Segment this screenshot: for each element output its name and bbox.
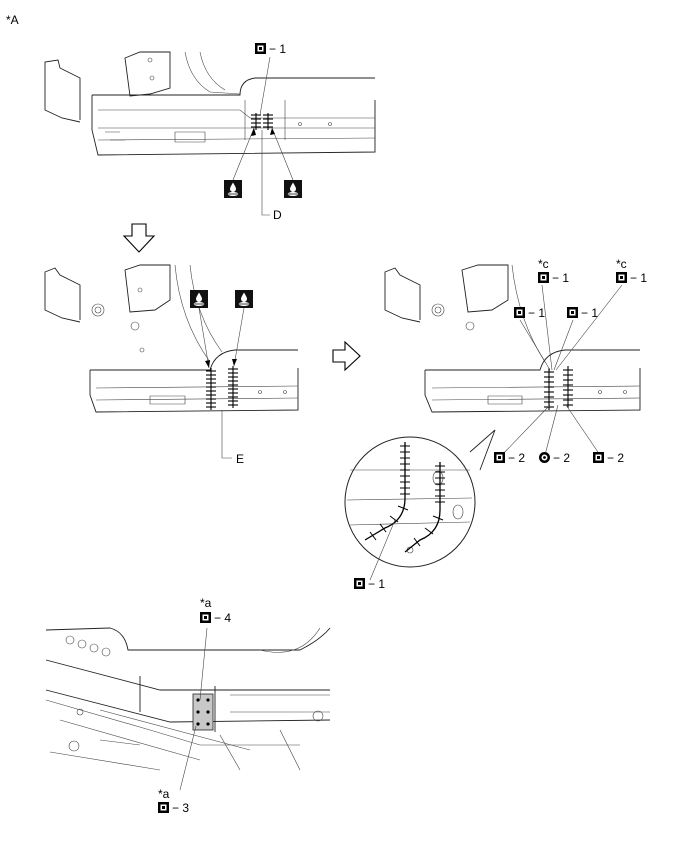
figure-tag: *A [6,13,19,27]
zoom-detail: − 1 [344,429,496,591]
weld-seams-right [544,366,573,410]
weld-square-icon [200,612,211,623]
weld-top-label: − 1 [269,42,286,56]
sealer-icon [283,179,303,199]
weld-label: − 4 [214,611,231,625]
sealer-icon [189,289,209,309]
label-c-right: *c [616,257,627,271]
weld-square-icon [538,272,549,283]
sealer-icon [234,289,254,309]
weld-seam-right [228,366,238,408]
label-a-bottom: *a [158,787,170,801]
label-e: E [236,452,244,466]
weld-square-icon [593,452,604,463]
weld-square-icon [514,307,525,318]
panel-bottom: *a − 4 *a − 3 [45,596,331,815]
weld-square-icon [255,43,266,54]
weld-square-icon [158,802,169,813]
sealer-icon [223,179,243,199]
weld-label: − 1 [552,271,569,285]
weld-square-icon [616,272,627,283]
panel-mid-right: *c − 1 *c − 1 − 1 − 1 − 2 − 2 − 2 [384,257,647,465]
weld-label: − 2 [553,451,570,465]
weld-square-icon [494,452,505,463]
label-d: D [273,208,282,222]
weld-label: − 2 [508,451,525,465]
down-arrow-icon [122,223,156,253]
right-arrow-icon [332,340,361,372]
panel-mid-left: E [44,264,299,466]
weld-label: − 1 [368,577,385,591]
weld-label: − 1 [581,306,598,320]
weld-square-icon [567,307,578,318]
weld-square-icon [354,578,365,589]
weld-cluster-top [251,113,273,130]
panel-top-original: − 1 D [44,42,376,222]
weld-label: − 2 [607,451,624,465]
weld-label: − 1 [528,306,545,320]
label-c-left: *c [538,257,549,271]
weld-seam-left [206,368,216,410]
label-a-top: *a [200,596,212,610]
weld-label: − 1 [630,271,647,285]
weld-circle-icon [539,452,550,463]
weld-label: − 3 [172,801,189,815]
